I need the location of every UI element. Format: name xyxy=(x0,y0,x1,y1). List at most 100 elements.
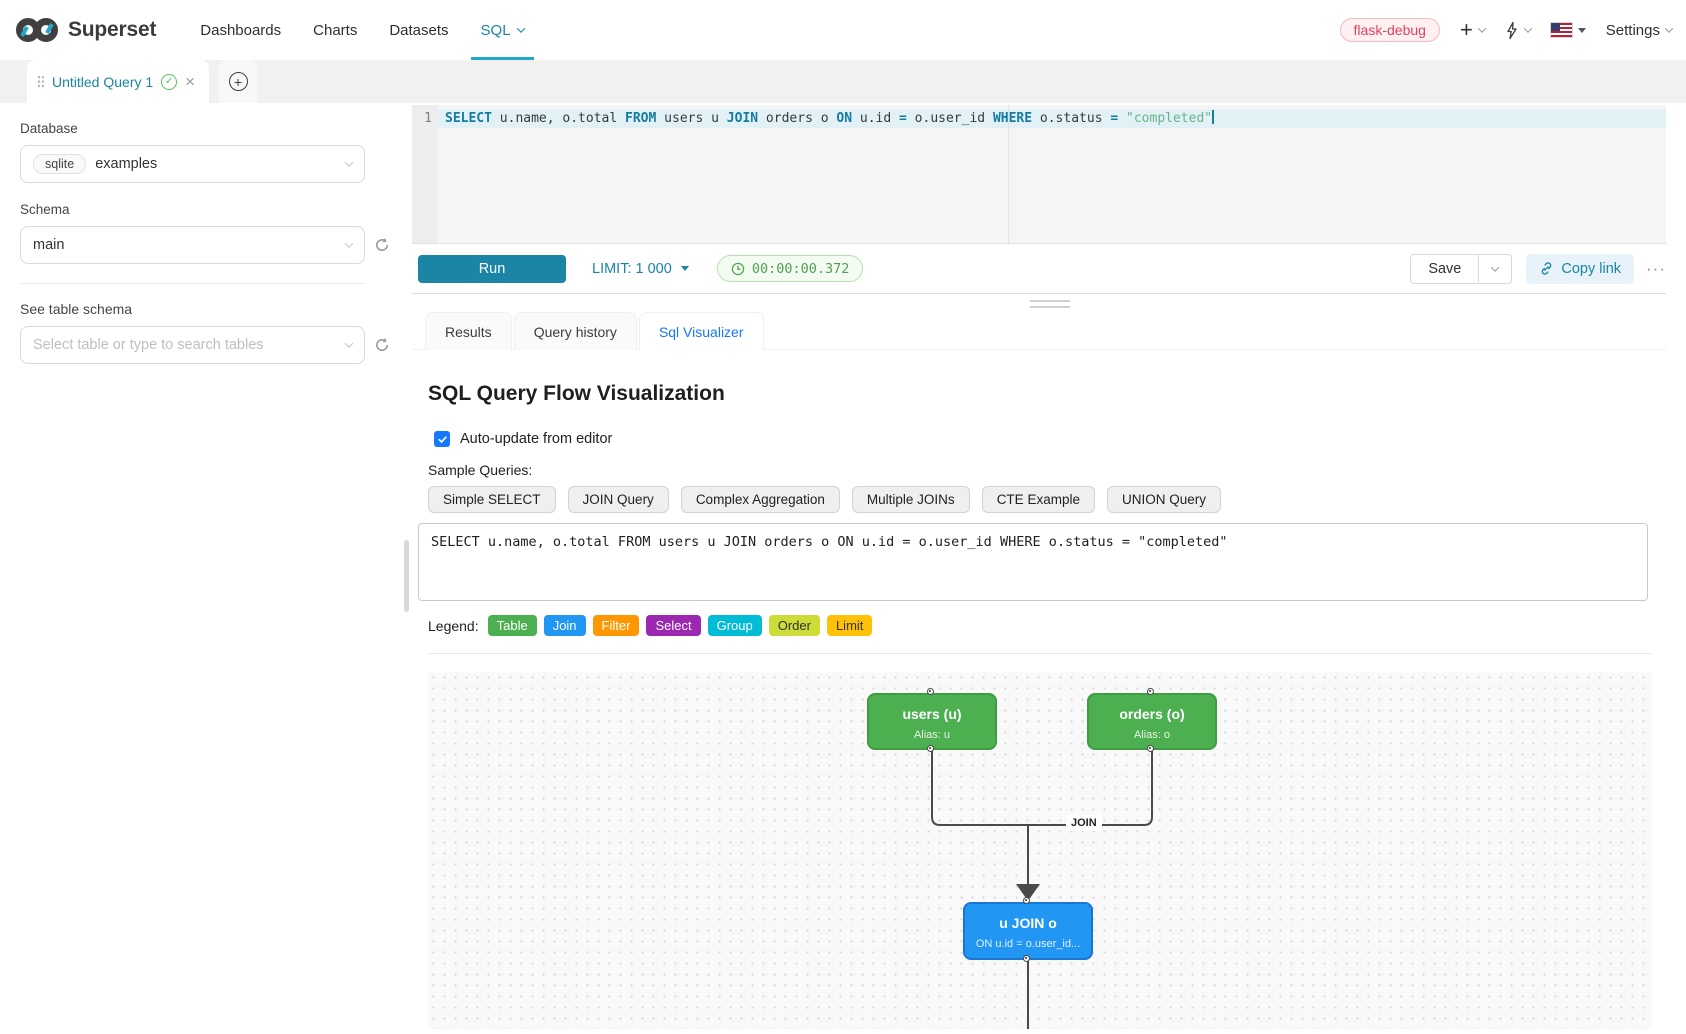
plus-icon: + xyxy=(1459,17,1473,42)
chevron-down-icon xyxy=(516,24,525,33)
refresh-tables-button[interactable] xyxy=(374,337,390,353)
tab-results[interactable]: Results xyxy=(425,312,512,350)
sample-queries-label: Sample Queries: xyxy=(428,462,533,478)
tab-query-history[interactable]: Query history xyxy=(513,312,637,350)
timer-value: 00:00:00.372 xyxy=(751,260,850,277)
saved-check-icon: ✓ xyxy=(161,73,178,90)
legend-label: Legend: xyxy=(428,617,479,634)
south-pane-resize-handle[interactable] xyxy=(1030,300,1070,308)
auto-update-checkbox[interactable] xyxy=(434,431,450,447)
connector-dot[interactable] xyxy=(1147,688,1154,695)
sample-simple-select-button[interactable]: Simple SELECT xyxy=(428,486,556,513)
query-tab-bar: Untitled Query 1 ✓ × + xyxy=(0,60,1686,103)
sidebar-divider xyxy=(20,283,365,284)
query-input[interactable]: SELECT u.name, o.total FROM users u JOIN… xyxy=(418,523,1648,601)
table-node-orders[interactable]: orders (o) Alias: o xyxy=(1087,693,1217,750)
active-nav-underline xyxy=(470,57,534,60)
refresh-schemas-button[interactable] xyxy=(374,237,390,253)
navbar-right: flask-debug + Settings xyxy=(1339,17,1674,42)
sample-cte-example-button[interactable]: CTE Example xyxy=(981,486,1095,513)
save-options-button[interactable] xyxy=(1479,253,1513,284)
link-icon xyxy=(1539,261,1554,276)
text-cursor xyxy=(1212,110,1215,124)
language-flag-icon xyxy=(1549,22,1573,38)
connector-dot[interactable] xyxy=(927,688,934,695)
main-nav: Dashboards Charts Datasets SQL xyxy=(184,0,539,60)
refresh-icon xyxy=(376,237,389,252)
join-edge-label: JOIN xyxy=(1066,815,1102,831)
sample-union-query-button[interactable]: UNION Query xyxy=(1106,486,1221,513)
lightning-icon xyxy=(1505,21,1519,40)
save-button[interactable]: Save xyxy=(1410,253,1480,284)
query-tab-title: Untitled Query 1 xyxy=(52,73,154,90)
sql-visualizer-panel: SQL Query Flow Visualization Auto-update… xyxy=(412,350,1686,1034)
database-label: Database xyxy=(20,121,78,136)
brand-name: Superset xyxy=(68,18,157,41)
settings-menu[interactable]: Settings xyxy=(1606,22,1674,39)
table-node-users[interactable]: users (u) Alias: u xyxy=(867,693,997,750)
database-value: examples xyxy=(95,156,158,172)
editor-print-margin xyxy=(1008,105,1009,243)
add-tab-button[interactable]: + xyxy=(219,60,258,103)
schema-label: Schema xyxy=(20,202,70,217)
auto-update-label: Auto-update from editor xyxy=(460,431,613,447)
schema-select[interactable]: main xyxy=(20,226,365,264)
clock-icon xyxy=(731,262,745,276)
more-actions-button[interactable]: ··· xyxy=(1646,258,1666,278)
drag-handle-icon[interactable] xyxy=(37,75,44,88)
auto-update-row[interactable]: Auto-update from editor xyxy=(434,431,1686,447)
chevron-down-icon xyxy=(344,239,354,248)
sample-multiple-joins-button[interactable]: Multiple JOINs xyxy=(851,486,970,513)
chevron-down-icon xyxy=(344,158,354,167)
legend-chip-select: Select xyxy=(646,615,701,636)
chevron-down-icon xyxy=(1491,262,1500,272)
query-tab-untitled[interactable]: Untitled Query 1 ✓ × xyxy=(27,60,210,103)
legend-chip-limit: Limit xyxy=(826,615,873,636)
tabs-underline xyxy=(412,349,1666,350)
nav-charts[interactable]: Charts xyxy=(313,21,358,39)
editor-gutter xyxy=(412,105,438,243)
query-flow-canvas[interactable]: users (u) Alias: u orders (o) Alias: o u… xyxy=(428,672,1652,1029)
table-select-placeholder: Select table or type to search tables xyxy=(33,337,264,353)
refresh-icon xyxy=(376,337,389,352)
editor-active-line xyxy=(438,109,1666,128)
connector-dot[interactable] xyxy=(1023,897,1030,904)
toolbar-right: Save Copy link ··· xyxy=(1410,253,1666,284)
top-navbar: Superset Dashboards Charts Datasets SQL … xyxy=(0,0,1686,60)
limit-dropdown[interactable]: LIMIT: 1 000 xyxy=(592,261,689,277)
superset-logo[interactable]: Superset xyxy=(14,14,156,46)
chevron-down-icon xyxy=(1523,24,1533,33)
chevron-down-icon xyxy=(1664,24,1674,33)
language-picker[interactable] xyxy=(1549,22,1586,38)
sample-join-query-button[interactable]: JOIN Query xyxy=(567,486,669,513)
database-select[interactable]: sqlite examples xyxy=(20,145,365,183)
legend-row: Legend: Table Join Filter Select Group O… xyxy=(428,615,1686,636)
table-schema-label: See table schema xyxy=(20,301,133,317)
connector-dot[interactable] xyxy=(927,745,934,752)
nav-dashboards[interactable]: Dashboards xyxy=(200,21,282,39)
database-engine-tag: sqlite xyxy=(33,154,87,174)
connector-dot[interactable] xyxy=(1023,955,1030,962)
plus-circle-icon: + xyxy=(228,72,248,91)
sql-code-line: SELECT u.name, o.total FROM users u JOIN… xyxy=(445,110,1215,126)
sql-lab-shortcut-dropdown[interactable] xyxy=(1505,21,1533,40)
run-button[interactable]: Run xyxy=(418,254,566,283)
new-item-dropdown[interactable]: + xyxy=(1459,17,1487,42)
sql-lab-sidebar: Database sqlite examples Schema main See… xyxy=(0,103,408,1034)
nav-datasets[interactable]: Datasets xyxy=(389,21,449,39)
close-tab-icon[interactable]: × xyxy=(185,72,196,91)
pane-splitter[interactable] xyxy=(404,540,409,612)
result-tabs: Results Query history Sql Visualizer xyxy=(425,312,764,350)
legend-chip-filter: Filter xyxy=(592,615,640,636)
sample-complex-aggregation-button[interactable]: Complex Aggregation xyxy=(680,486,840,513)
nav-sql[interactable]: SQL xyxy=(465,0,540,60)
connector-dot[interactable] xyxy=(1147,745,1154,752)
infinity-logo-icon xyxy=(14,14,60,46)
join-node[interactable]: u JOIN o ON u.id = o.user_id... xyxy=(963,902,1093,960)
copy-link-button[interactable]: Copy link xyxy=(1526,253,1635,284)
tab-sql-visualizer[interactable]: Sql Visualizer xyxy=(638,312,764,350)
sql-code-editor[interactable]: 1 SELECT u.name, o.total FROM users u JO… xyxy=(412,105,1666,244)
flow-edges xyxy=(931,750,1153,1029)
table-select[interactable]: Select table or type to search tables xyxy=(20,326,365,364)
sql-lab-main-pane: 1 SELECT u.name, o.total FROM users u JO… xyxy=(412,103,1686,1034)
